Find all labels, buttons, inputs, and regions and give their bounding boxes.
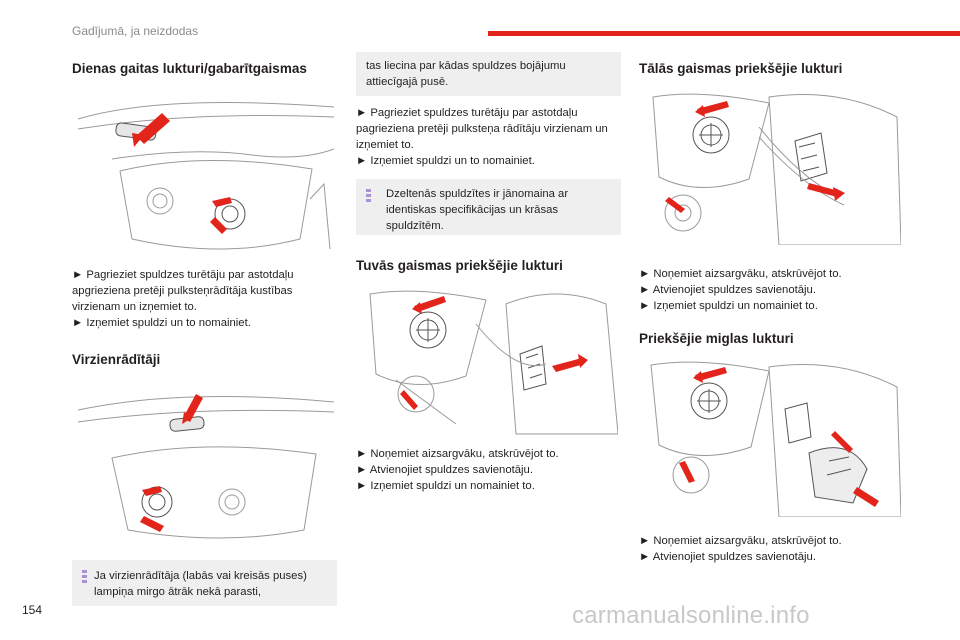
- step-low-beam-2: ► Atvienojiet spuldzes savienotāju.: [356, 464, 533, 476]
- section-title-drl: Dienas gaitas lukturi/gabarītgaismas: [72, 61, 307, 76]
- note-indicator-continued: tas liecina par kādas spuldzes bojājumu …: [356, 52, 621, 96]
- column-1: Dienas gaitas lukturi/gabarītgaismas ► P…: [72, 52, 337, 606]
- note-continued-text: tas liecina par kādas spuldzes bojājumu …: [366, 60, 566, 88]
- section-title-fog-lamps: Priekšējie miglas lukturi: [639, 331, 794, 346]
- step-indicator-2: ► Izņemiet spuldzi un to nomainiet.: [356, 155, 535, 167]
- section-title-low-beam: Tuvās gaismas priekšējie lukturi: [356, 258, 563, 273]
- note-indicator: Ja virzienrādītāja (labās vai kreisās pu…: [72, 560, 337, 606]
- step-low-beam-1: ► Noņemiet aizsargvāku, atskrūvējot to.: [356, 448, 559, 460]
- step-drl-2: ► Izņemiet spuldzi un to nomainiet.: [72, 317, 251, 329]
- step-fog-2: ► Atvienojiet spuldzes savienotāju.: [639, 551, 816, 563]
- page-number: 154: [22, 603, 43, 617]
- figure-drl-headlamp: [72, 89, 334, 255]
- figure-indicator-headlamp: [72, 380, 334, 548]
- info-marker-icon: [82, 570, 87, 586]
- step-low-beam-3: ► Izņemiet spuldzi un nomainiet to.: [356, 480, 535, 492]
- step-indicator-1: ► Pagrieziet spuldzes turētāju par astot…: [356, 107, 608, 151]
- section-title-indicators: Virzienrādītāji: [72, 352, 161, 367]
- watermark: carmanualsonline.info: [572, 602, 810, 629]
- note-indicator-text: Ja virzienrādītāja (labās vai kreisās pu…: [94, 570, 307, 598]
- step-fog-1: ► Noņemiet aizsargvāku, atskrūvējot to.: [639, 535, 842, 547]
- step-high-beam-1: ► Noņemiet aizsargvāku, atskrūvējot to.: [639, 268, 842, 280]
- step-high-beam-2: ► Atvienojiet spuldzes savienotāju.: [639, 284, 816, 296]
- figure-low-beam: [356, 284, 618, 436]
- figure-fog-lamps: [639, 357, 901, 517]
- figure-high-beam: [639, 87, 901, 245]
- note-amber-text: Dzeltenās spuldzītes ir jānomaina ar ide…: [386, 188, 569, 232]
- header-accent-bar: [488, 31, 960, 36]
- note-amber-bulbs: Dzeltenās spuldzītes ir jānomaina ar ide…: [356, 179, 621, 235]
- step-drl-1: ► Pagrieziet spuldzes turētāju par astot…: [72, 269, 294, 313]
- column-3: Tālās gaismas priekšējie lukturi ► Noņem…: [639, 52, 904, 565]
- step-high-beam-3: ► Izņemiet spuldzi un nomainiet to.: [639, 300, 818, 312]
- column-2: tas liecina par kādas spuldzes bojājumu …: [356, 52, 621, 494]
- running-header: Gadījumā, ja neizdodas: [72, 24, 199, 38]
- info-marker-icon: [366, 189, 371, 205]
- section-title-high-beam: Tālās gaismas priekšējie lukturi: [639, 61, 843, 76]
